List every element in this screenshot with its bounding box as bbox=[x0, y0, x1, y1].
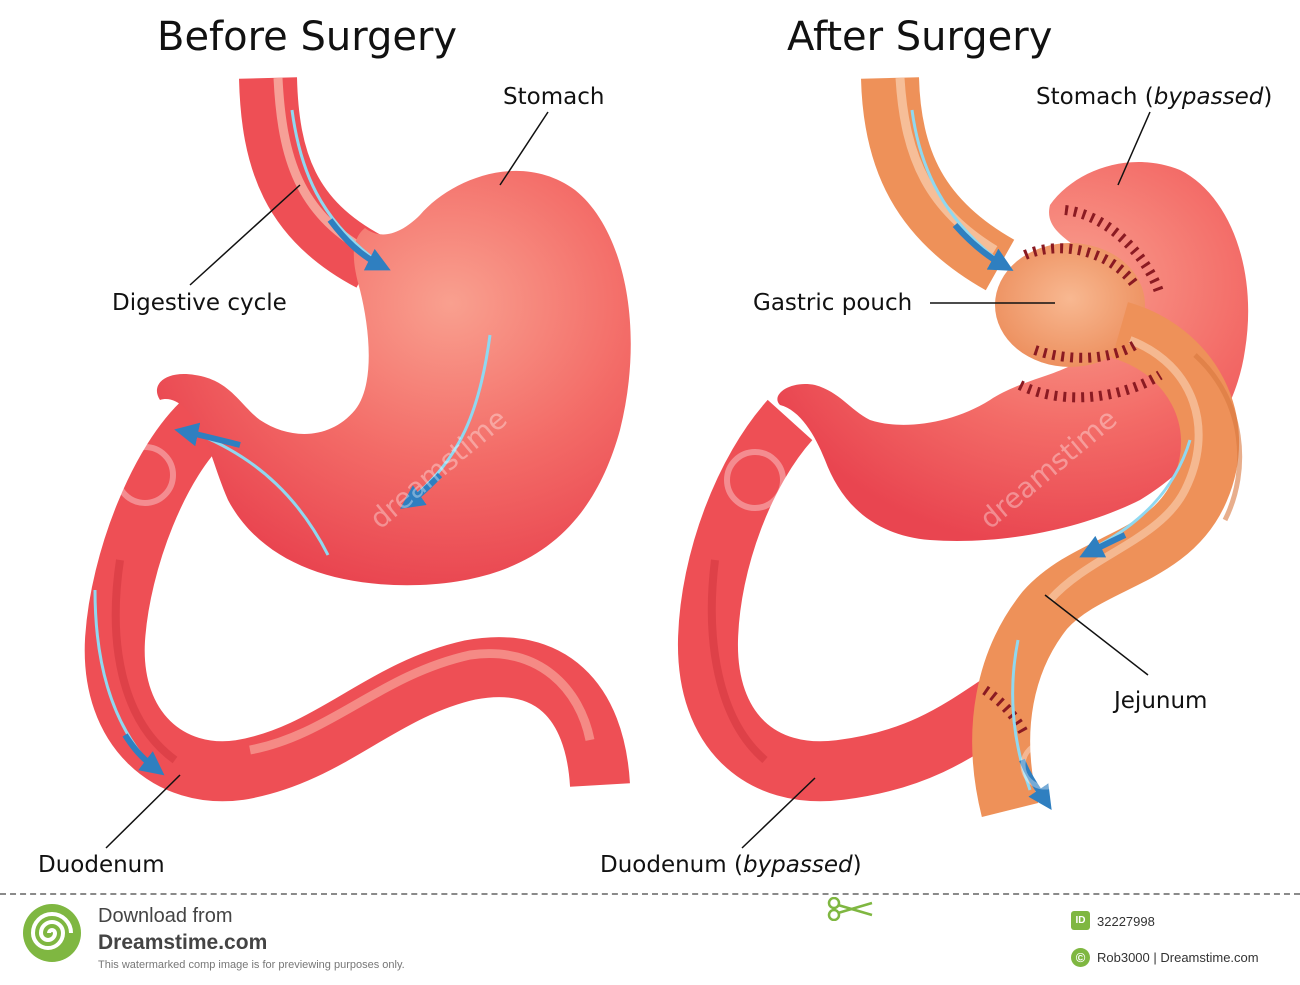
digestive-cycle-label: Digestive cycle bbox=[112, 290, 287, 316]
download-text: Download from bbox=[98, 905, 233, 927]
dreamstime-logo-icon bbox=[23, 904, 81, 962]
before-title: Before Surgery bbox=[157, 14, 457, 60]
esophagus bbox=[239, 77, 385, 288]
gastric-pouch bbox=[995, 243, 1145, 367]
after-stomach-label: Stomach (bypassed) bbox=[1036, 84, 1272, 110]
jejunum-tube bbox=[972, 302, 1239, 818]
staples-pouch-bottom bbox=[1033, 340, 1138, 363]
before-stomach-label: Stomach bbox=[503, 84, 604, 110]
gastric-pouch-label: Gastric pouch bbox=[753, 290, 912, 316]
after-panel: After Surgery Stomach (bypa bbox=[600, 14, 1272, 878]
footer-divider bbox=[0, 893, 1300, 895]
esophagus-after bbox=[861, 76, 1015, 291]
scissors-icon bbox=[827, 897, 873, 921]
dreamstime-brand-link[interactable]: Dreamstime.com bbox=[98, 931, 268, 954]
staples-pouch-top bbox=[1023, 243, 1140, 289]
duodenum-tube bbox=[84, 397, 630, 802]
image-id: 32227998 bbox=[1097, 914, 1155, 929]
bypassed-stomach bbox=[777, 162, 1249, 541]
before-duodenum-label: Duodenum bbox=[38, 852, 165, 878]
watermark-note: This watermarked comp image is for previ… bbox=[98, 959, 405, 971]
after-duodenum-label: Duodenum (bypassed) bbox=[600, 852, 862, 878]
staples-anastomosis bbox=[982, 685, 1030, 738]
after-title: After Surgery bbox=[787, 14, 1052, 60]
jejunum-label: Jejunum bbox=[1112, 688, 1207, 714]
author-credit[interactable]: Rob3000 | Dreamstime.com bbox=[1097, 950, 1259, 965]
bypassed-duodenum-tube bbox=[677, 399, 1022, 802]
id-badge-icon: ID bbox=[1071, 911, 1090, 930]
before-panel: Before Surgery Stomach Digestive cycle D… bbox=[38, 14, 631, 878]
copyright-icon: © bbox=[1071, 948, 1090, 967]
